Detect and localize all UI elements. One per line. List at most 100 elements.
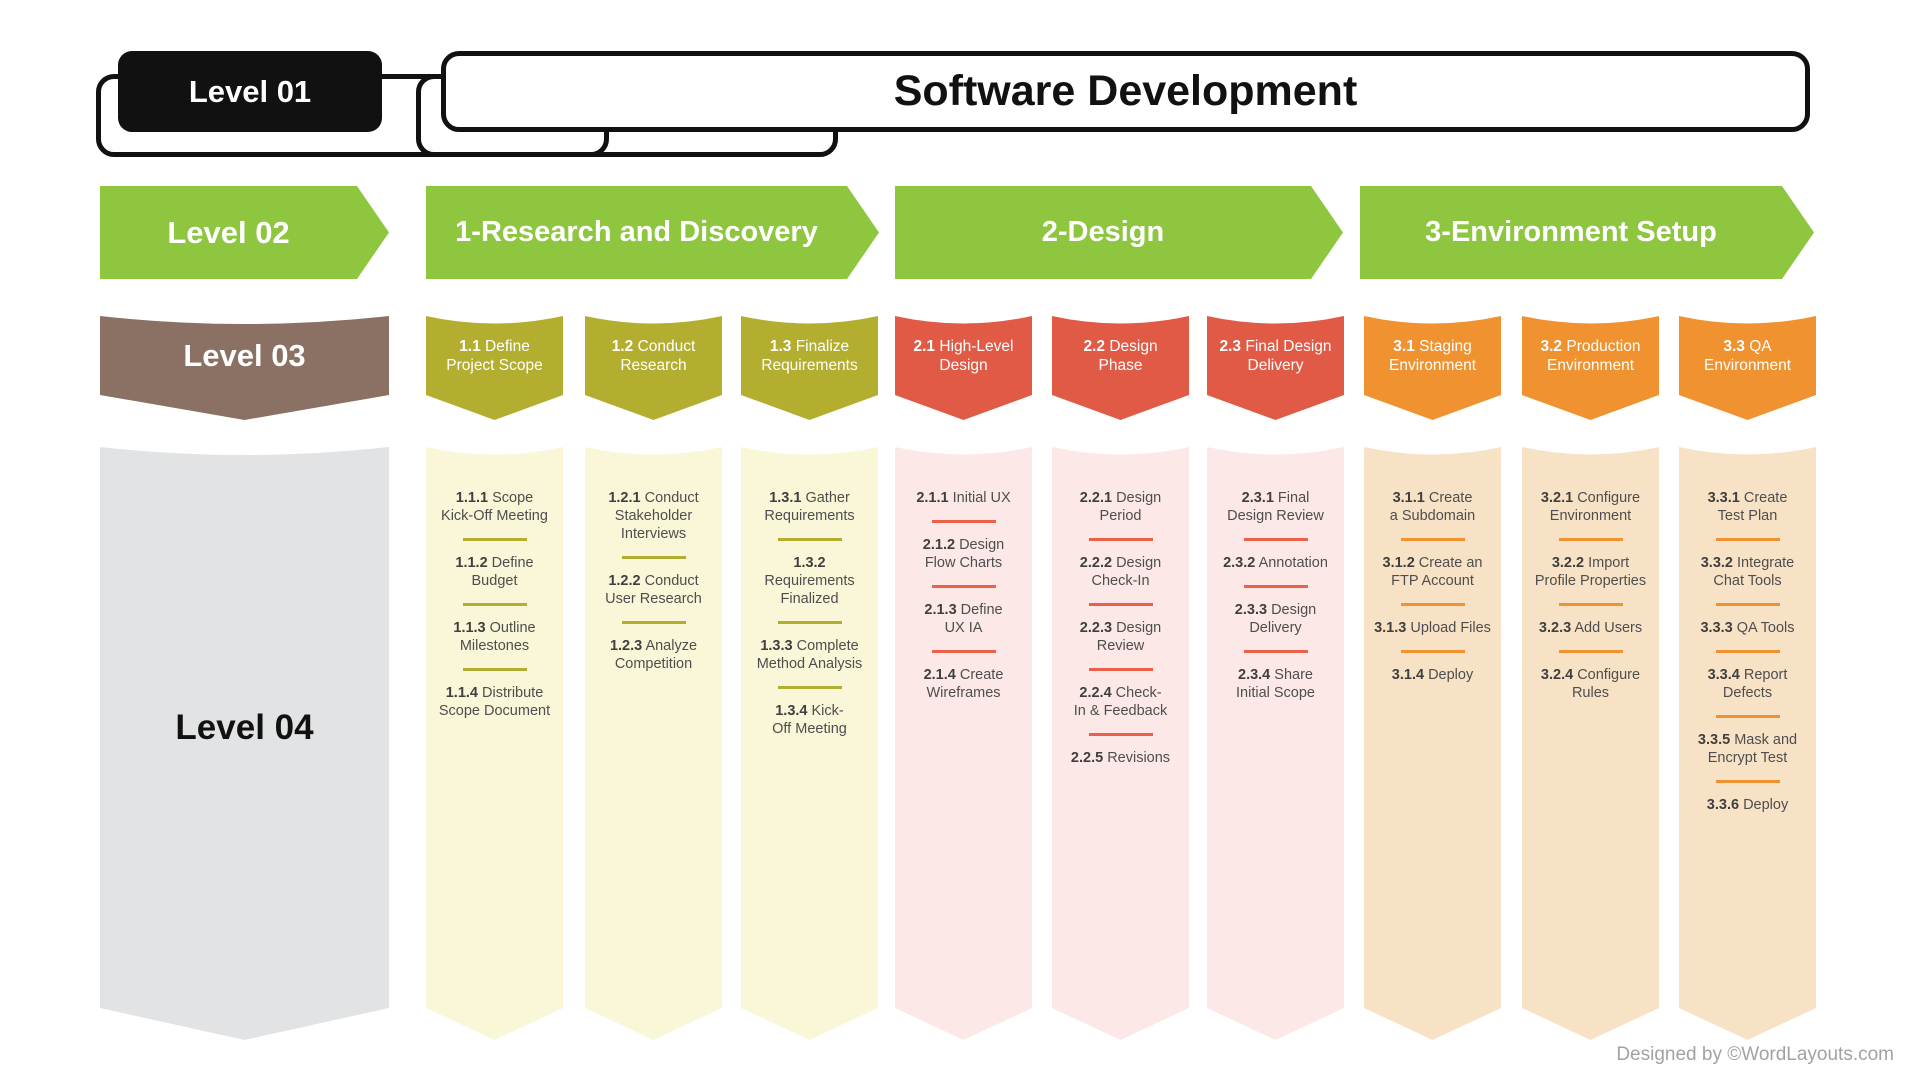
task-divider: [1559, 538, 1623, 541]
task-divider: [1089, 668, 1153, 671]
level1-label-box: Level 01: [118, 51, 382, 132]
task-text: Create Wireframes: [926, 667, 1004, 701]
task-divider: [1716, 538, 1780, 541]
group-number: 3.3: [1723, 337, 1745, 355]
task-item: 1.2.3 Analyze Competition: [594, 637, 714, 673]
level2-label: Level 02: [167, 214, 290, 250]
task-number: 3.1.1: [1392, 490, 1425, 506]
phase-arrow-design: 2-Design: [895, 186, 1343, 279]
task-text: Conduct User Research: [605, 573, 702, 607]
group-title: Production Environment: [1546, 337, 1641, 374]
task-number: 2.3.4: [1238, 667, 1271, 683]
task-item: 2.1.3 Define UX IA: [904, 601, 1024, 637]
level3-group-banner-2.1: 2.1 High-Level Design: [895, 316, 1032, 420]
task-text: Initial UX: [952, 490, 1011, 506]
task-text: Design Period: [1099, 490, 1162, 524]
phase-label: 1-Research and Discovery: [455, 216, 818, 248]
task-item: 2.2.5 Revisions: [1061, 749, 1181, 767]
group-number: 3.1: [1393, 337, 1415, 355]
group-banner-label: 1.1 Define Project Scope: [434, 337, 555, 375]
task-divider: [932, 585, 996, 588]
task-number: 2.2.5: [1070, 750, 1104, 766]
task-text: Kick-Off Meeting: [772, 703, 847, 737]
task-item: 2.2.1 Design Period: [1061, 489, 1181, 525]
level3-label: Level 03: [183, 337, 306, 373]
task-text: Report Defects: [1722, 667, 1788, 701]
task-number: 2.2.4: [1079, 685, 1112, 701]
group-banner-label: 2.2 Design Phase: [1060, 337, 1181, 375]
phase-arrow-research-and-discovery: 1-Research and Discovery: [426, 186, 879, 279]
task-item: 2.1.4 Create Wireframes: [904, 666, 1024, 702]
task-divider: [1716, 603, 1780, 606]
task-text: Deploy: [1743, 797, 1789, 813]
level2-label-arrow: Level 02: [100, 186, 389, 279]
task-number: 2.2.1: [1079, 490, 1113, 506]
level1-label: Level 01: [188, 73, 312, 109]
task-text: Add Users: [1574, 620, 1643, 636]
task-number: 2.2.3: [1079, 620, 1113, 636]
task-number: 1.3.4: [775, 703, 808, 719]
task-divider: [1401, 603, 1465, 606]
task-text: Define Budget: [471, 555, 534, 589]
task-divider: [778, 621, 842, 624]
group-banner-label: 3.2 Production Environment: [1530, 337, 1651, 375]
task-number: 1.3.2: [793, 555, 826, 571]
task-number: 3.1.2: [1382, 555, 1415, 571]
task-item: 2.3.1 Final Design Review: [1216, 489, 1336, 525]
task-divider: [1716, 780, 1780, 783]
group-title: Conduct Research: [620, 337, 696, 374]
task-item: 2.2.2 Design Check-In: [1061, 554, 1181, 590]
task-text: Analyze Competition: [614, 638, 698, 672]
task-item: 2.2.4 Check-In & Feedback: [1061, 684, 1181, 720]
task-divider: [463, 603, 527, 606]
task-number: 2.3.1: [1241, 490, 1274, 506]
group-title: Design Phase: [1098, 337, 1158, 374]
task-divider: [463, 668, 527, 671]
task-item: 1.3.3 Complete Method Analysis: [750, 637, 870, 673]
group-number: 2.3: [1219, 337, 1242, 355]
task-divider: [778, 538, 842, 541]
task-item: 3.1.2 Create an FTP Account: [1373, 554, 1493, 590]
task-text: Gather Requirements: [764, 490, 855, 524]
task-item: 1.3.4 Kick-Off Meeting: [750, 702, 870, 738]
task-text: Revisions: [1107, 750, 1171, 766]
group-title: QA Environment: [1703, 337, 1791, 374]
task-number: 3.2.1: [1540, 490, 1574, 506]
task-item: 3.3.5 Mask and Encrypt Test: [1688, 731, 1808, 767]
task-item: 1.1.4 Distribute Scope Document: [435, 684, 555, 720]
phase-label: 2-Design: [1041, 216, 1165, 248]
task-divider: [622, 556, 686, 559]
task-number: 2.1.1: [916, 490, 949, 506]
task-divider: [932, 650, 996, 653]
task-divider: [778, 686, 842, 689]
task-text: Define UX IA: [944, 602, 1003, 636]
level4-task-column-2.2: 2.2.1 Design Period 2.2.2 Design Check-In…: [1052, 447, 1189, 1040]
task-item: 2.2.3 Design Review: [1061, 619, 1181, 655]
task-text: Upload Files: [1410, 620, 1491, 636]
level4-label-column: [100, 447, 389, 1040]
task-item: 3.1.1 Create a Subdomain: [1373, 489, 1493, 525]
task-number: 3.2.3: [1538, 620, 1572, 636]
task-item: 3.3.1 Create Test Plan: [1688, 489, 1808, 525]
task-item: 3.3.6 Deploy: [1688, 796, 1808, 814]
task-number: 3.3.6: [1706, 797, 1740, 813]
task-number: 2.3.3: [1234, 602, 1268, 618]
task-number: 1.1.3: [453, 620, 486, 636]
task-text: Share Initial Scope: [1236, 667, 1315, 701]
task-divider: [1401, 538, 1465, 541]
task-number: 1.1.2: [455, 555, 488, 571]
group-banner-label: 3.1 Staging Environment: [1372, 337, 1493, 375]
level3-group-banner-2.3: 2.3 Final Design Delivery: [1207, 316, 1344, 420]
task-number: 3.3.2: [1700, 555, 1733, 571]
task-item: 3.2.1 Configure Environment: [1531, 489, 1651, 525]
task-number: 1.3.3: [760, 638, 793, 654]
task-text: Scope Kick-Off Meeting: [441, 490, 548, 524]
task-text: Mask and Encrypt Test: [1707, 732, 1798, 766]
project-title: Software Development: [893, 67, 1358, 115]
